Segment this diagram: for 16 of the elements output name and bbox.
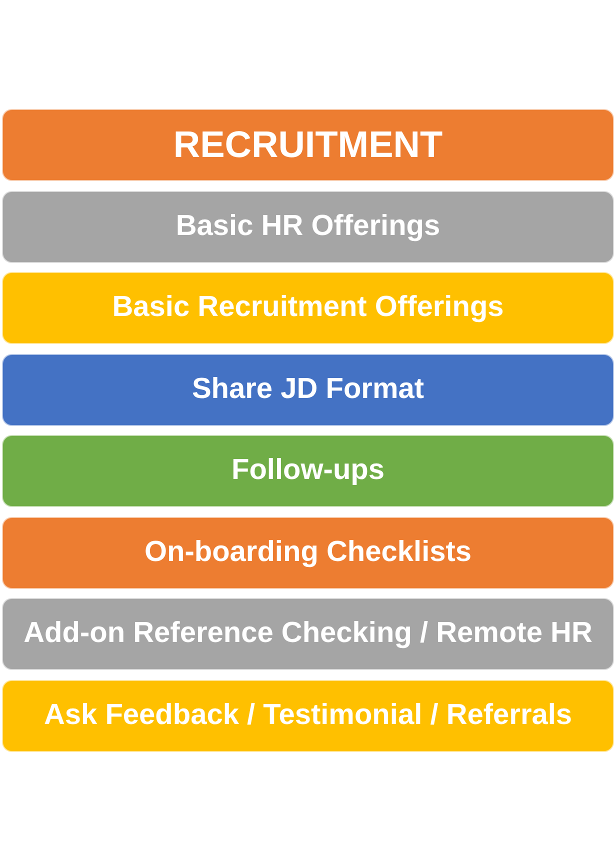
list-bar [2,598,614,670]
list-bar [2,191,614,263]
bar-label: Add-on Reference Checking / Remote HR [24,618,592,650]
bar-label: On-boarding Checklists [144,537,472,569]
bar-label: Share JD Format [192,374,424,406]
heading-text: RECRUITMENT [173,124,443,166]
list-bar [2,680,614,752]
bar-label: Ask Feedback / Testimonial / Referrals [44,700,572,732]
list-bar [2,517,614,589]
heading-banner [2,109,614,181]
list-bar [2,435,614,507]
bar-label: Basic Recruitment Offerings [112,292,504,324]
list-bar [2,272,614,344]
bar-label: Follow-ups [231,455,385,487]
bar-label: Basic HR Offerings [176,211,440,243]
list-bar [2,354,614,426]
